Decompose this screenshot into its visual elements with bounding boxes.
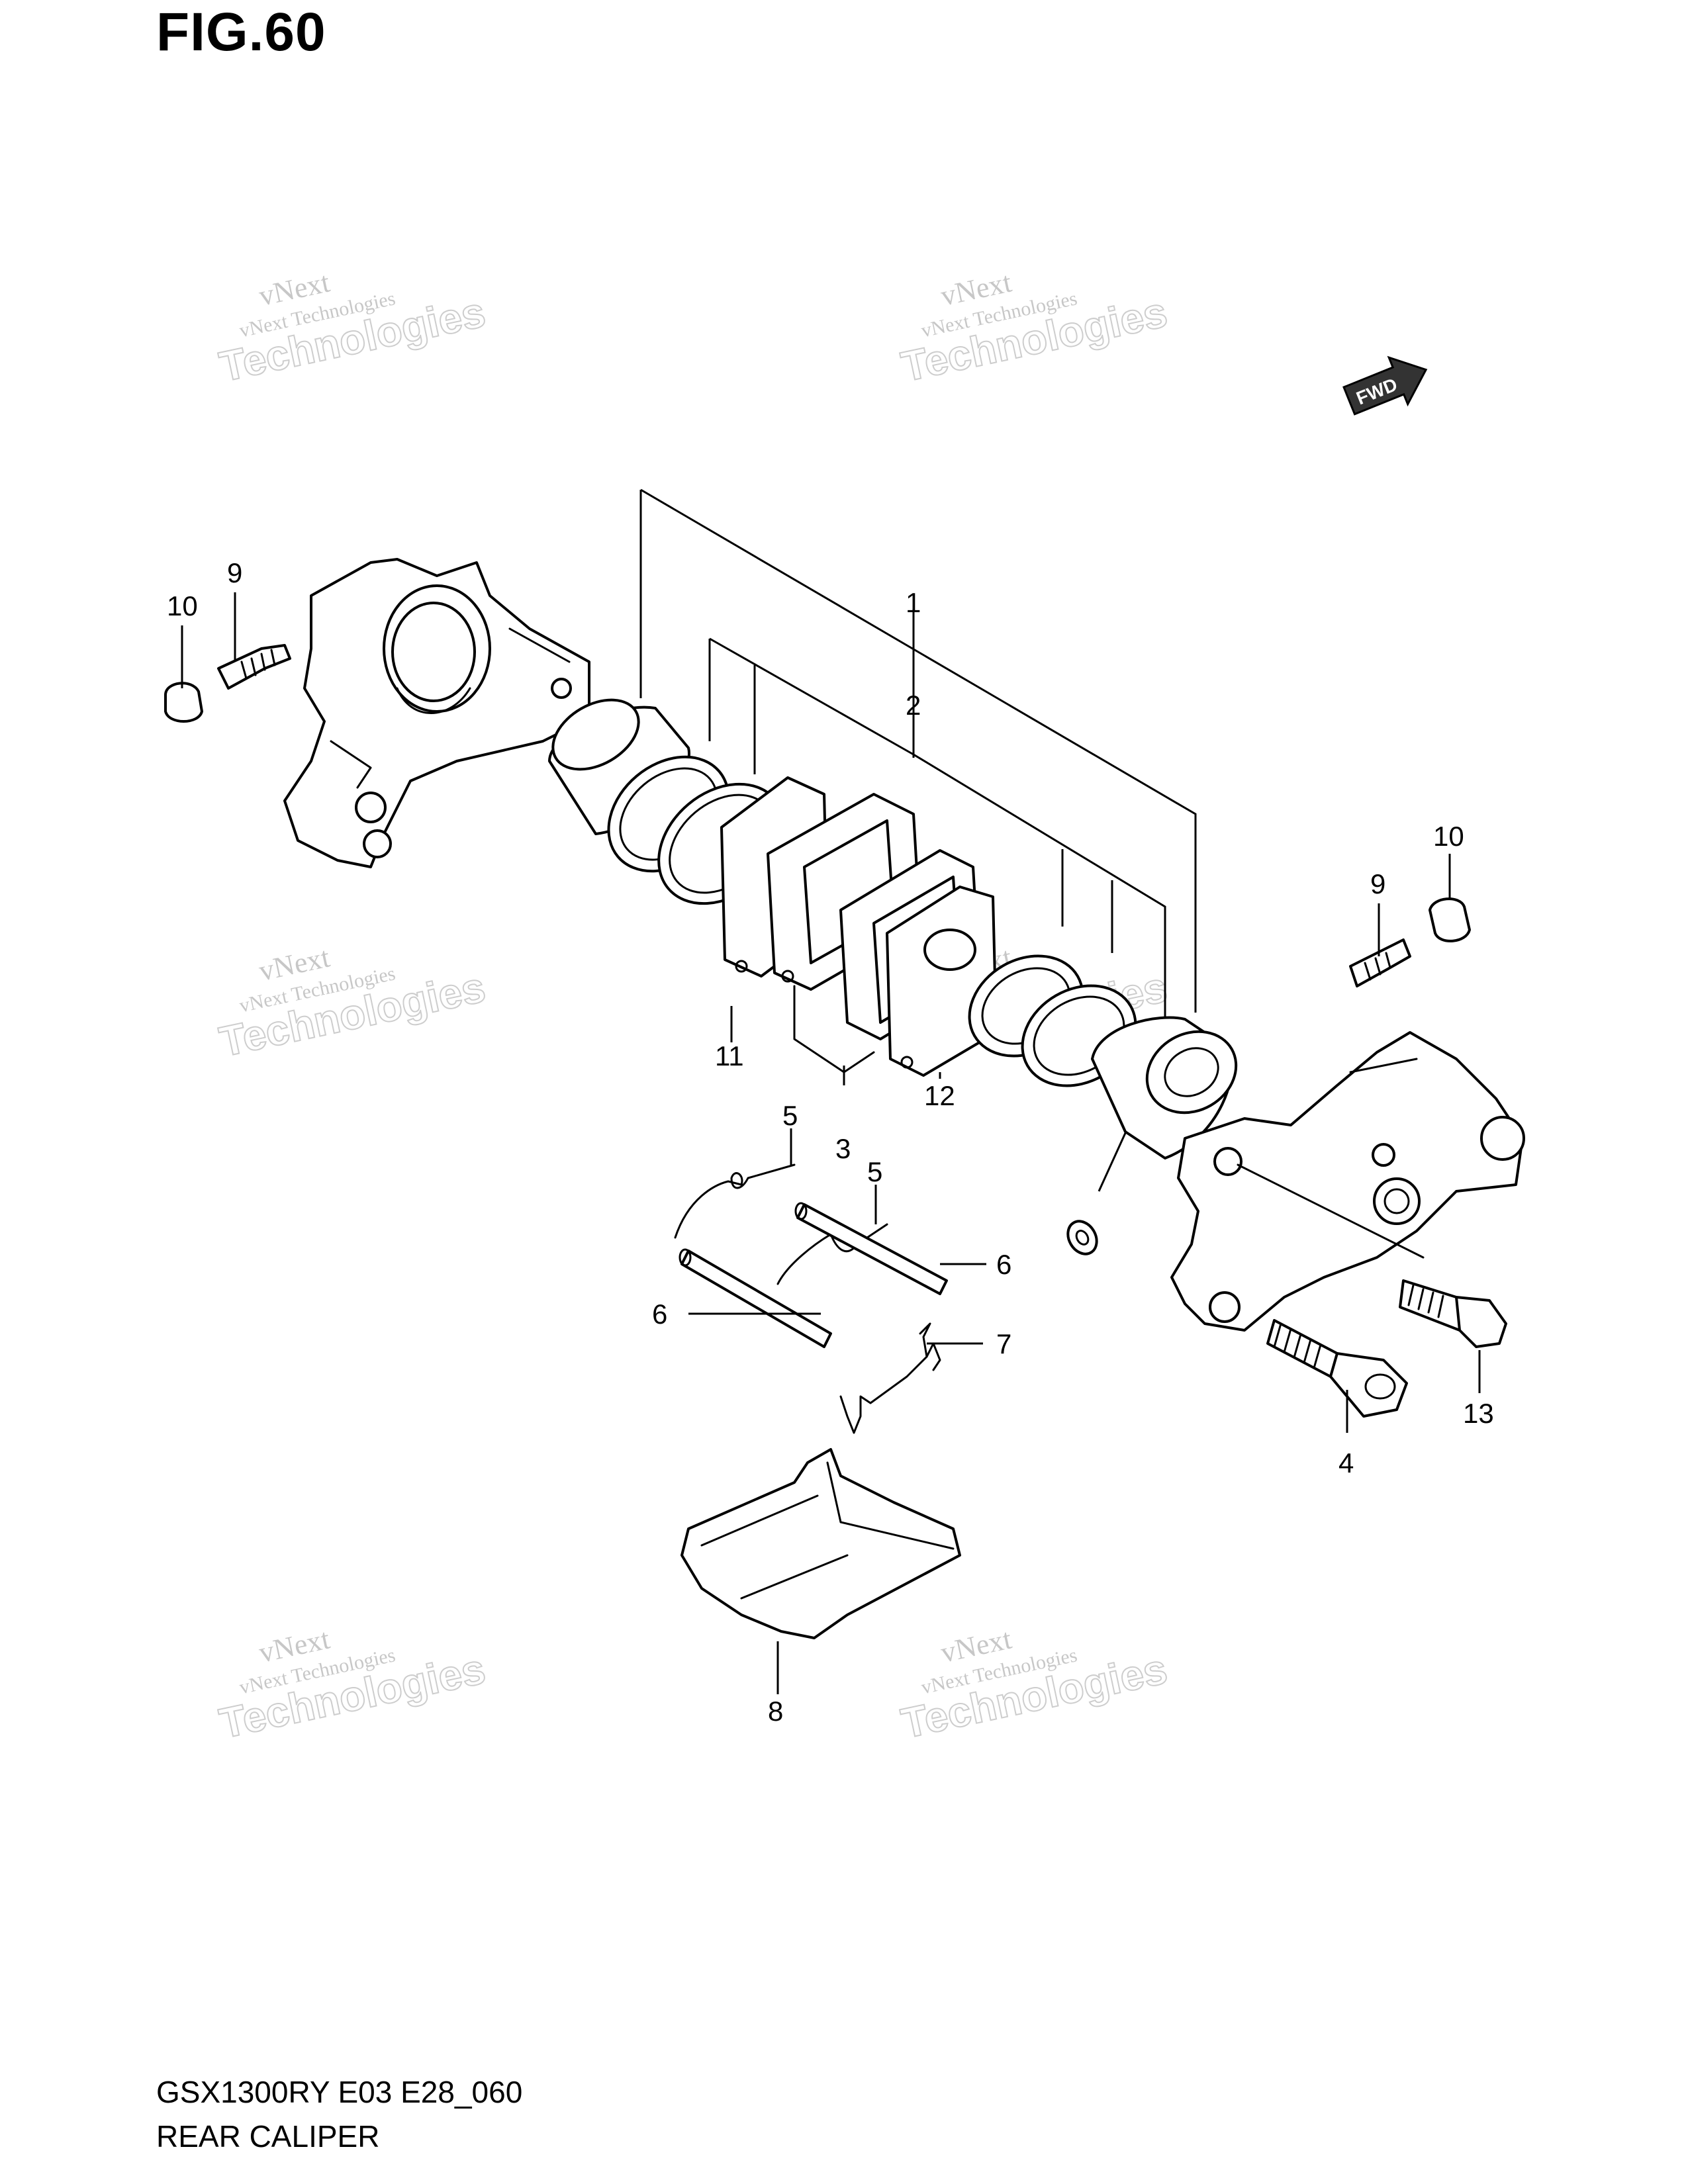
watermark: vNext vNext Technologies Technologies xyxy=(214,1623,490,1749)
callout-12: 12 xyxy=(924,1080,955,1111)
bleeder-screw-right xyxy=(1349,938,1411,987)
forward-arrow-icon: FWD xyxy=(1342,355,1428,416)
watermark: vNext vNext Technologies Technologies xyxy=(214,941,490,1067)
callout-5a: 5 xyxy=(782,1100,798,1131)
callout-9b: 9 xyxy=(1370,868,1385,899)
callout-6a: 6 xyxy=(652,1298,667,1330)
callout-13: 13 xyxy=(1463,1398,1494,1429)
bleeder-screw-left xyxy=(217,644,291,690)
callout-leaders xyxy=(181,592,1481,1694)
watermark: vNext vNext Technologies Technologies xyxy=(896,266,1172,392)
callout-11: 11 xyxy=(715,1040,744,1071)
callout-10a: 10 xyxy=(167,590,198,621)
callout-3: 3 xyxy=(835,1133,851,1164)
caliper-inner-half xyxy=(1170,1031,1525,1332)
pad-cover-8 xyxy=(680,1448,961,1639)
callout-labels: 1 2 3 4 5 5 6 6 7 8 9 9 10 10 11 12 13 xyxy=(167,557,1494,1727)
caliper-bolt-13 xyxy=(1399,1279,1507,1348)
pad-clip-7 xyxy=(839,1322,941,1434)
watermark: vNext vNext Technologies Technologies xyxy=(896,1623,1172,1749)
caliper-outer-half xyxy=(283,558,590,868)
callout-7: 7 xyxy=(996,1328,1011,1359)
callout-10b: 10 xyxy=(1433,821,1464,852)
callout-1: 1 xyxy=(906,587,921,618)
washer xyxy=(1066,1220,1098,1255)
part-group-name: REAR CALIPER xyxy=(156,2119,380,2154)
callout-2: 2 xyxy=(906,690,921,721)
callout-5b: 5 xyxy=(867,1156,882,1187)
callout-4: 4 xyxy=(1338,1447,1354,1479)
bleeder-cap-right xyxy=(1429,897,1471,942)
bleeder-cap-left xyxy=(164,682,203,723)
watermark: vNext vNext Technologies Technologies xyxy=(214,266,490,392)
callout-6b: 6 xyxy=(996,1249,1011,1280)
callout-9a: 9 xyxy=(227,557,242,588)
callout-8: 8 xyxy=(768,1696,783,1727)
caliper-bolt-4 xyxy=(1266,1319,1408,1418)
model-code: GSX1300RY E03 E28_060 xyxy=(156,2075,523,2109)
pad-pin-6b xyxy=(794,1202,948,1295)
pad-pin-6a xyxy=(679,1248,832,1348)
pad-spring-5a xyxy=(674,1163,796,1239)
figure-title: FIG.60 xyxy=(156,2,326,62)
